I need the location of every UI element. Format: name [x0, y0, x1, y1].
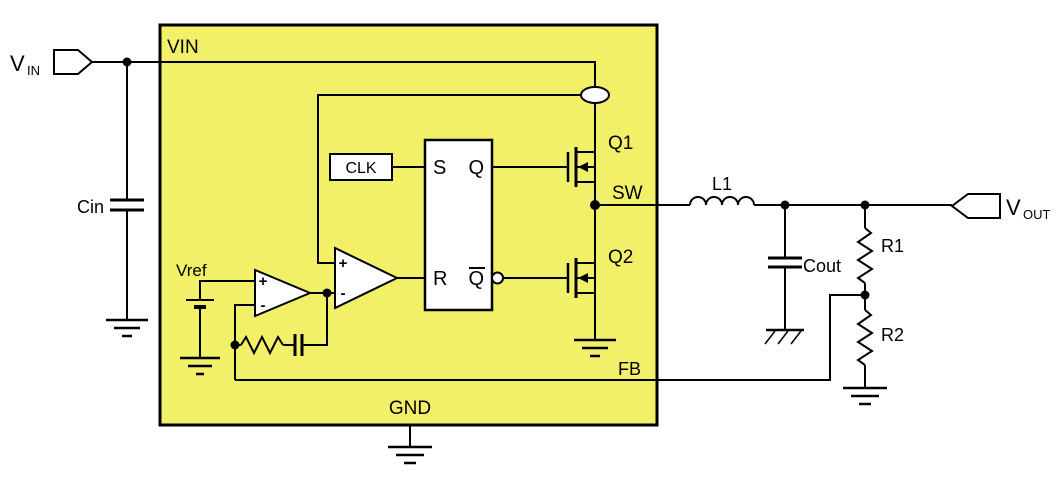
- current-sense-ellipse: [580, 86, 610, 104]
- output-section: L1 Cout R1 R2 V OUT: [689, 174, 1051, 406]
- current-sense-wire: [317, 94, 583, 264]
- ic-ground-symbol: [388, 445, 432, 465]
- sw-pin-label: SW: [612, 183, 643, 204]
- vout-label-sub: OUT: [1023, 207, 1051, 222]
- erroramp-plus-label: +: [259, 273, 268, 290]
- ff-qbar-label: Q: [468, 268, 484, 290]
- cout-label: Cout: [803, 256, 841, 276]
- q1-mosfet: [566, 147, 595, 187]
- vin-label-sub: IN: [27, 63, 40, 78]
- comparator-plus-label: +: [339, 255, 348, 272]
- vref-label: Vref: [176, 261, 207, 280]
- comparator-minus-label: -: [341, 285, 346, 302]
- cin-label: Cin: [77, 197, 104, 217]
- comp-capacitor: [293, 334, 304, 356]
- comp-rc-right-wire: [303, 293, 328, 346]
- vref-plus-wire: [199, 280, 255, 300]
- r1-label: R1: [881, 236, 904, 256]
- r1-resistor: [856, 227, 874, 284]
- cout-capacitor: [768, 256, 802, 269]
- q2-ground-symbol: [574, 338, 616, 358]
- r2-label: R2: [881, 325, 904, 345]
- ff-q-label: Q: [468, 157, 484, 179]
- erroramp-out-junction-dot: [322, 288, 332, 298]
- clk-block: [329, 153, 393, 181]
- vref-ground-symbol: [180, 356, 220, 376]
- ff-s-label: S: [433, 157, 446, 179]
- fb-pin-label: FB: [618, 359, 641, 379]
- wiring: [92, 61, 952, 447]
- q1-label: Q1: [608, 133, 633, 154]
- clk-label: CLK: [345, 160, 376, 177]
- vref-battery-symbol: [186, 299, 214, 309]
- erroramp-minus-wire: [234, 304, 255, 380]
- qbar-inverter-bubble: [491, 271, 504, 285]
- l1-inductor: [689, 196, 755, 206]
- gnd-pin-label: GND: [389, 398, 431, 419]
- ic-internals: VIN GND SW FB CLK S Q R Q + - + - Vref: [167, 37, 643, 419]
- q1-arrow: [578, 162, 588, 172]
- vin-junction-dot: [122, 57, 132, 67]
- error-amplifier: [254, 268, 313, 318]
- cin-ground-symbol: [106, 318, 148, 338]
- comp-resistor: [240, 334, 284, 356]
- sw-node-dot: [590, 200, 600, 210]
- input-section: V IN Cin: [10, 49, 148, 338]
- vin-label: V: [10, 51, 25, 76]
- q2-label: Q2: [608, 247, 633, 268]
- vin-pin-label: VIN: [167, 37, 199, 58]
- r2-resistor: [856, 309, 874, 366]
- r2-ground-symbol: [843, 386, 887, 406]
- ff-r-label: R: [433, 268, 447, 290]
- erroramp-minus-label: -: [261, 297, 266, 314]
- comp-junction-dot: [230, 340, 240, 350]
- pwm-comparator: [334, 246, 400, 310]
- q2-arrow: [578, 273, 588, 283]
- l1-label: L1: [712, 174, 732, 194]
- fb-return-wire: [235, 294, 865, 381]
- vin-connector-flag: [53, 49, 94, 75]
- fb-junction-dot: [860, 290, 870, 300]
- cout-junction-dot: [780, 200, 790, 210]
- cout-chassis-ground-symbol: [764, 328, 804, 345]
- ic-body: [158, 23, 659, 427]
- vout-label: V: [1006, 195, 1021, 220]
- sr-flipflop: [423, 138, 494, 312]
- q2-mosfet: [566, 258, 595, 298]
- vout-connector-flag: [950, 193, 1001, 219]
- vin-bus-wire: [92, 61, 596, 205]
- r1-junction-dot: [860, 200, 870, 210]
